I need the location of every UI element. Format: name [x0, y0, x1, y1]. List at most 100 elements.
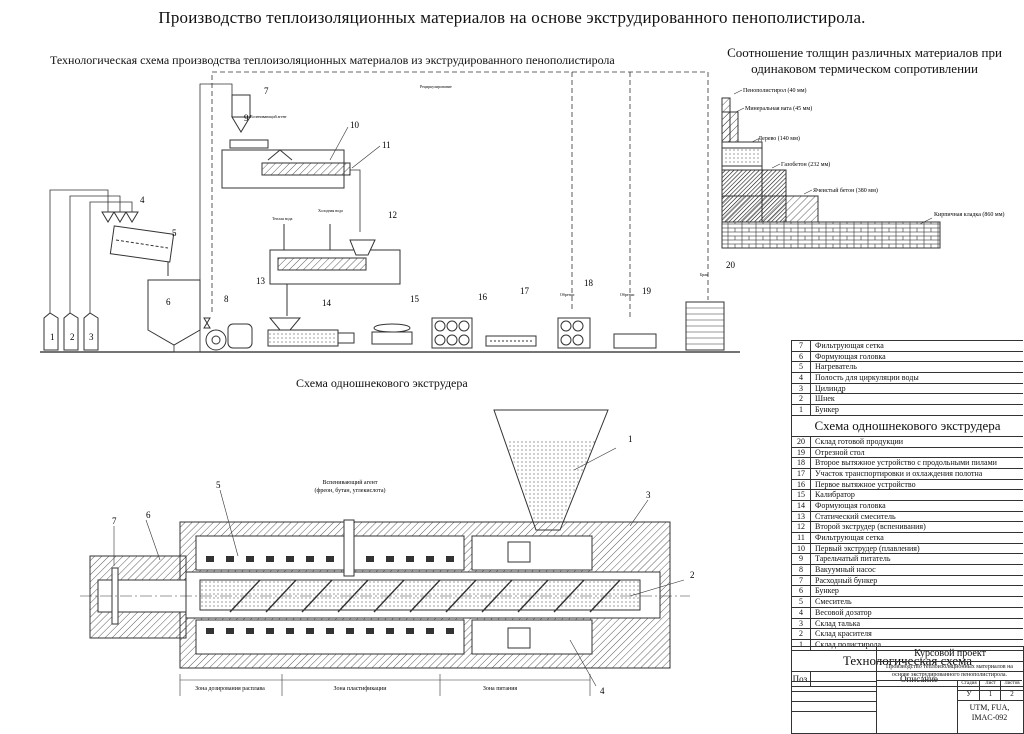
material-label-4: Ячеистый бетон (380 мм)	[813, 187, 878, 194]
first-extruder-group: 7 9 Вспенивающий агент 10 11	[221, 86, 391, 189]
callout-number: 4	[140, 195, 145, 205]
trim-label-1: Обрезки	[560, 292, 575, 297]
extruder-drawing: 1 2 3 4 5 6 7 Вспенивающий агент (фреон,…	[80, 409, 695, 696]
callout-number: 7	[264, 86, 269, 96]
zone-feed-label: Зона питания	[483, 686, 518, 692]
material-label-1: Минеральная вата (45 мм)	[745, 105, 812, 112]
vacuum-pump: 8	[203, 294, 253, 351]
material-label-5: Кирпичная кладка (860 мм)	[934, 211, 1005, 218]
tech-legend-caption: Технологическая схема	[792, 651, 1023, 672]
hot-water-label: Теплая вода	[272, 216, 293, 221]
scheme-title: Технологическая схема производства тепло…	[50, 53, 615, 67]
organization-label: UTM, FUA, IMAC-092	[969, 703, 1010, 722]
cold-water-label: Холодная вода	[318, 208, 343, 213]
callout-number: 16	[478, 292, 488, 302]
material-label-2: Дерево (140 мм)	[758, 135, 800, 142]
extruder-legend-caption: Схема одношнекового экструдера	[792, 416, 1023, 437]
cooling-conveyor: 17	[485, 286, 537, 347]
puller-1: 16	[431, 292, 488, 349]
legend-header: Поз.Описание	[792, 671, 1023, 687]
callout-number: 20	[726, 260, 736, 270]
callout-number: 18	[584, 278, 594, 288]
foaming-agent-types: (фреон, бутан, углекислота)	[314, 487, 385, 494]
thickness-comparison: Пенополистирол (40 мм) Минеральная вата …	[721, 87, 1005, 249]
hopper-6: 6	[147, 279, 201, 346]
mixer: 5	[109, 225, 177, 263]
callout-number: 6	[166, 297, 171, 307]
callout-number: 3	[646, 490, 651, 500]
trim-label-2: Обрезки	[620, 292, 635, 297]
foaming-agent-small-label: Вспенивающий агент	[250, 114, 287, 119]
mixer-and-die: 13 14	[256, 276, 355, 347]
cutting-table: 19	[613, 286, 657, 349]
callout-number: 11	[382, 140, 391, 150]
course-label: Курсовой проект	[876, 647, 1023, 662]
puller-2: 18	[557, 278, 594, 349]
num-1: 1	[50, 332, 55, 342]
callout-number: 5	[172, 228, 177, 238]
ratio-title: Соотношение толщин различных материалов …	[727, 45, 1002, 76]
callout-number: 1	[628, 434, 633, 444]
num-3: 3	[89, 332, 94, 342]
callout-number: 8	[224, 294, 229, 304]
subject-label: Производство теплоизоляционных материало…	[876, 661, 1022, 681]
second-extruder: Теплая вода Холодная вода 12	[269, 208, 401, 285]
zone-plasticization-label: Зона пластификации	[334, 685, 388, 692]
callout-number: 7	[112, 516, 117, 526]
scrap-label: Брак	[700, 272, 708, 277]
callout-number: 4	[600, 686, 605, 696]
num-2: 2	[70, 332, 75, 342]
title-block: Курсовой проект Производство теплоизоляц…	[791, 646, 1024, 734]
callout-number: 5	[216, 480, 221, 490]
callout-number: 6	[146, 510, 151, 520]
callout-number: 13	[256, 276, 266, 286]
callout-number: 14	[322, 298, 332, 308]
material-label-0: Пенополистирол (40 мм)	[743, 87, 807, 94]
main-title: Производство теплоизоляционных материало…	[158, 8, 866, 27]
callout-number: 12	[388, 210, 397, 220]
extruder-diagram-title: Схема одношнекового экструдера	[296, 376, 468, 390]
zone-dosing-label: Зона дозирования расплава	[195, 686, 265, 692]
callout-number: 15	[410, 294, 420, 304]
foaming-agent-label: Вспенивающий агент	[323, 479, 378, 486]
product-stack: 20	[685, 260, 736, 351]
callout-number: 17	[520, 286, 530, 296]
recirculation-label: Рециркулирование	[420, 84, 452, 89]
callout-number: 19	[642, 286, 652, 296]
callout-number: 9	[244, 113, 249, 123]
weigh-feeder: 4	[101, 195, 145, 223]
material-label-3: Газобетон (232 мм)	[781, 161, 830, 168]
callout-number: 10	[350, 120, 360, 130]
calibrator: 15	[371, 294, 420, 345]
callout-number: 2	[690, 570, 695, 580]
